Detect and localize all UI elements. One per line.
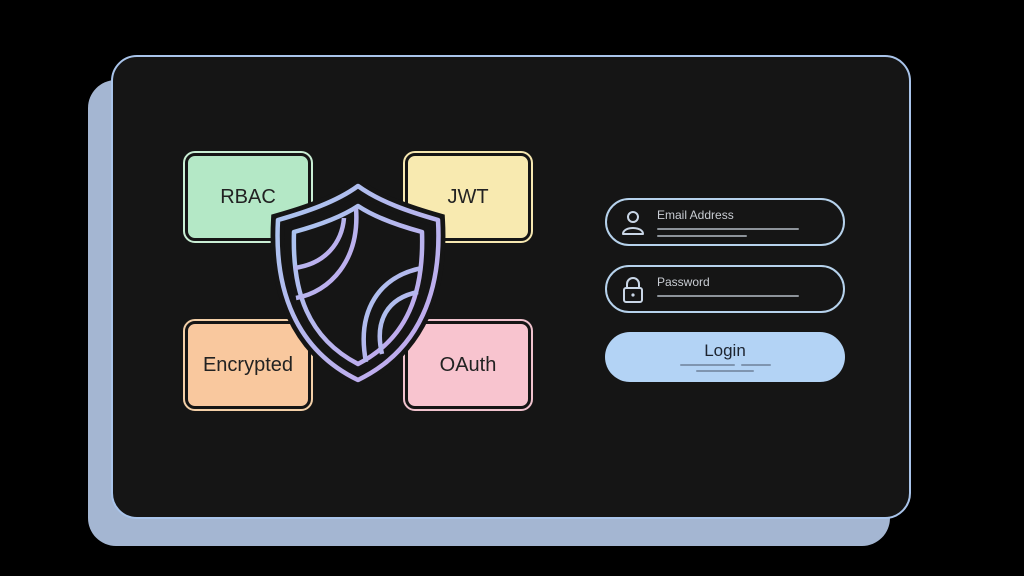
login-decor-line — [680, 364, 735, 366]
encrypted-card: Encrypted — [183, 319, 313, 411]
user-icon — [622, 211, 644, 235]
login-button[interactable]: Login — [605, 332, 845, 382]
email-field[interactable]: Email Address — [605, 198, 845, 246]
encrypted-label: Encrypted — [202, 353, 294, 376]
rbac-label: RBAC — [220, 185, 276, 208]
email-placeholder-line — [657, 235, 747, 237]
oauth-card: OAuth — [403, 319, 533, 411]
lock-icon — [623, 277, 643, 303]
login-label: Login — [704, 341, 746, 360]
email-label: Email Address — [657, 208, 734, 222]
oauth-label: OAuth — [439, 353, 497, 376]
email-placeholder-line — [657, 228, 799, 230]
password-placeholder-line — [657, 295, 799, 297]
jwt-label: JWT — [447, 185, 489, 208]
password-label: Password — [657, 275, 710, 289]
password-field[interactable]: Password — [605, 265, 845, 313]
login-decor-line — [696, 370, 754, 372]
login-decor-line — [741, 364, 771, 366]
jwt-card: JWT — [403, 151, 533, 243]
shield-icon — [270, 180, 446, 386]
